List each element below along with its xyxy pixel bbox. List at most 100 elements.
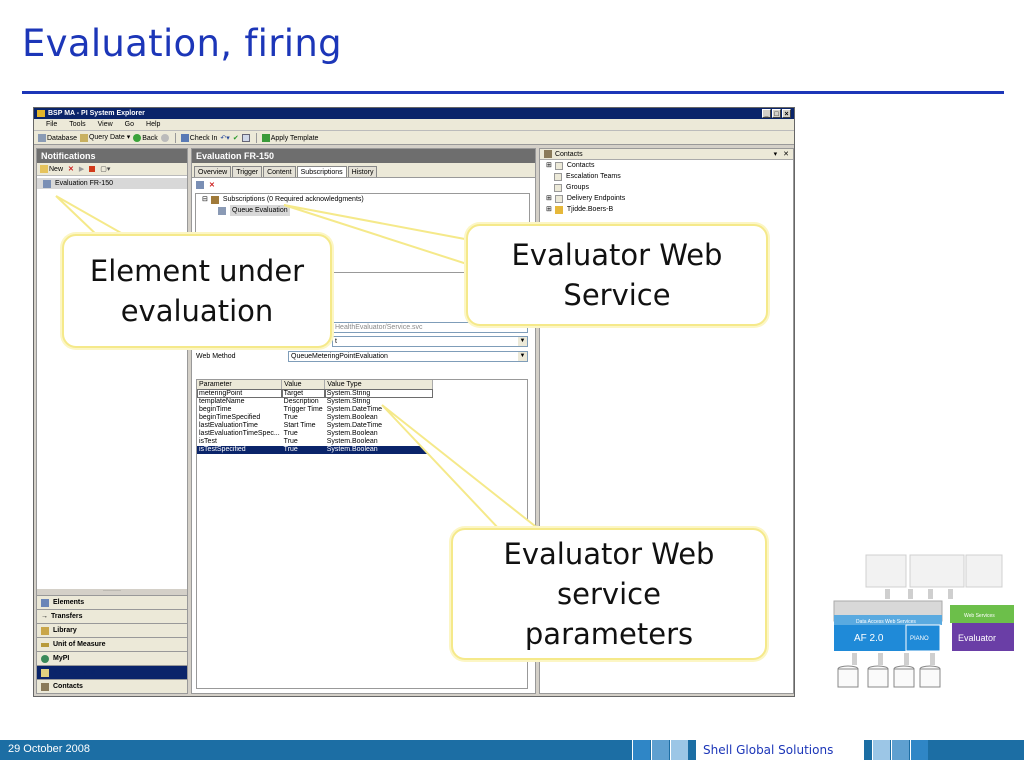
splitter-grip[interactable]: ········· [37, 588, 187, 595]
nav-library[interactable]: Library [37, 623, 187, 637]
footer-date: 29 October 2008 [8, 743, 90, 755]
tree-item-evaluation[interactable]: Evaluation FR-150 [37, 178, 187, 189]
nav-elements[interactable]: Elements [37, 595, 187, 609]
database-button[interactable]: Database [38, 133, 77, 142]
nav-transfers[interactable]: →Transfers [37, 609, 187, 623]
expand-icon[interactable]: ⊞ [546, 162, 552, 169]
window-titlebar: BSP MA - PI System Explorer _ □ × [34, 108, 794, 119]
nav-mypi[interactable]: MyPI [37, 651, 187, 665]
contacts-tree-item[interactable]: Groups [540, 182, 793, 193]
notification-icon [43, 179, 51, 188]
database-icon [38, 133, 46, 142]
piano-label: PIANO [910, 636, 929, 642]
check-in-button[interactable]: Check In [180, 133, 217, 142]
pane-menu-icon[interactable]: ▾ [773, 151, 778, 158]
forward-arrow-icon[interactable] [160, 133, 169, 142]
menu-help[interactable]: Help [146, 121, 161, 128]
view-options-icon[interactable]: ▢▾ [100, 166, 111, 173]
col-value[interactable]: Value [281, 380, 326, 390]
architecture-svg: Data Access Web Services AF 2.0 PIANO We… [833, 554, 1014, 688]
maximize-button[interactable]: □ [772, 109, 781, 118]
contacts-tree-item[interactable]: ⊞Delivery Endpoints [546, 194, 626, 203]
subscribe-icon[interactable] [196, 180, 204, 189]
contacts-tree-item[interactable]: ⊞Contacts [546, 161, 595, 170]
menu-bar: File Tools View Go Help [34, 119, 794, 131]
contacts-tree-item[interactable]: ⊞Tjidde.Boers-B [546, 205, 614, 214]
nav-contacts[interactable]: Contacts [37, 679, 187, 693]
subscriptions-toolbar: ✕ [192, 178, 535, 191]
undo-icon[interactable]: ↶▾ [220, 134, 230, 142]
contacts-icon [41, 682, 49, 691]
tab-trigger[interactable]: Trigger [232, 166, 263, 177]
menu-tools[interactable]: Tools [69, 121, 86, 128]
document-icon[interactable] [241, 133, 250, 142]
web-services-block [950, 605, 1014, 623]
service-url-field[interactable]: HealthEvaluator/Service.svc [332, 322, 528, 333]
menu-file[interactable]: File [46, 121, 58, 128]
evaluation-header: Evaluation FR-150 [192, 149, 535, 163]
tab-overview[interactable]: Overview [194, 166, 232, 177]
notifications-pane: Notifications New ✕ ▶ ▢▾ Evaluation FR-1… [36, 148, 188, 694]
col-value-type[interactable]: Value Type [324, 380, 434, 390]
folder-icon [554, 172, 562, 181]
piano-block [905, 624, 941, 652]
minimize-button[interactable]: _ [762, 109, 771, 118]
title-rule [22, 91, 1004, 94]
nav-unit-of-measure[interactable]: Unit of Measure [37, 637, 187, 651]
back-button[interactable]: Back [133, 133, 158, 142]
ruler-icon [41, 642, 49, 647]
service-select[interactable]: t▼ [332, 336, 528, 347]
subscriptions-root[interactable]: ⊟ Subscriptions (0 Required acknowledgme… [202, 195, 364, 204]
close-button[interactable]: × [782, 109, 791, 118]
stop-icon[interactable] [89, 166, 96, 172]
remove-subscription-icon[interactable]: ✕ [209, 181, 215, 189]
apply-template-button[interactable]: Apply Template [261, 133, 318, 142]
col-parameter[interactable]: Parameter [197, 380, 283, 390]
check-in-icon [180, 133, 189, 142]
person-icon [554, 205, 563, 214]
delete-icon[interactable]: ✕ [68, 166, 74, 173]
menu-view[interactable]: View [97, 121, 113, 128]
expand-icon[interactable]: ⊞ [546, 195, 552, 202]
database-cylinders [837, 665, 941, 688]
web-method-select[interactable]: QueueMeteringPointEvaluation▼ [288, 351, 528, 362]
footer-bar: 29 October 2008 Shell Global Solutions [0, 740, 1024, 760]
transfers-icon: → [41, 612, 48, 620]
query-date-button[interactable]: Query Date ▾ [79, 133, 130, 142]
main-toolbar: Database Query Date ▾ Back Check In ↶▾ ✔… [34, 131, 794, 145]
collapse-icon[interactable]: ⊟ [202, 196, 208, 203]
expand-icon[interactable]: ⊞ [546, 206, 552, 213]
nav-notifications[interactable]: Notifications [37, 665, 187, 679]
tab-history[interactable]: History [347, 166, 378, 177]
window-title: BSP MA - PI System Explorer [48, 110, 145, 117]
new-button[interactable]: New [40, 165, 63, 173]
detail-tabs: Overview Trigger Content Subscriptions H… [192, 163, 535, 178]
das-label: Data Access Web Services [856, 619, 916, 625]
tab-content[interactable]: Content [263, 166, 296, 177]
folder-icon [554, 194, 563, 203]
web-service-icon [218, 206, 226, 215]
footer-square [891, 740, 909, 760]
navigation-sections: ········· Elements →Transfers Library Un… [37, 588, 187, 693]
checkmark-icon[interactable]: ✔ [232, 134, 239, 142]
footer-square [910, 740, 928, 760]
pane-close-icon[interactable]: ✕ [783, 151, 789, 158]
footer-square [670, 740, 688, 760]
contacts-header: Contacts ▾ ✕ [540, 149, 793, 160]
connector-arrows [852, 589, 953, 665]
subscription-queue-evaluation[interactable]: Queue Evaluation [196, 205, 529, 216]
play-icon[interactable]: ▶ [78, 166, 85, 173]
web-services-label: Web Services [964, 613, 995, 619]
architecture-diagram: Data Access Web Services AF 2.0 PIANO We… [830, 545, 1020, 700]
menu-go[interactable]: Go [124, 121, 135, 128]
tab-subscriptions[interactable]: Subscriptions [296, 166, 347, 177]
contacts-tree-item[interactable]: Escalation Teams [540, 171, 793, 182]
